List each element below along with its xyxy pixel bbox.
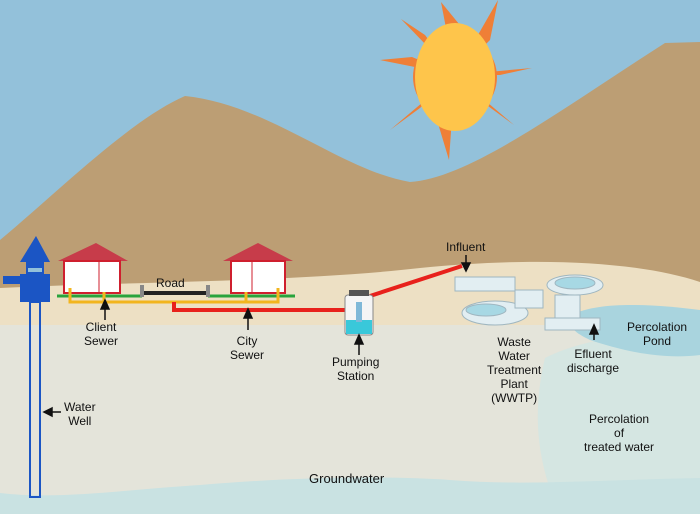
percolation-zone — [537, 330, 700, 514]
label-percolation-pond: Percolation Pond — [627, 320, 688, 348]
pumping-station — [344, 290, 374, 336]
label-client-sewer: Client Sewer — [84, 320, 119, 348]
label-pumping-station: Pumping Station — [332, 355, 380, 383]
percolation-pond — [569, 305, 700, 357]
label-groundwater: Groundwater — [309, 471, 385, 486]
label-city-sewer: City Sewer — [230, 334, 265, 362]
label-percolation-treated: Percolation of treated water — [584, 412, 655, 454]
wwtp-plant — [454, 274, 604, 331]
city-sewer-pipe — [172, 264, 463, 312]
label-water-well: Water Well — [64, 400, 96, 428]
label-road: Road — [156, 276, 185, 290]
label-wwtp: Waste Water Treatment Plant (WWTP) — [487, 335, 542, 405]
house-left — [58, 243, 128, 294]
groundwater-layer — [0, 477, 700, 514]
road-curb-right — [206, 285, 210, 297]
label-effluent-discharge: Efluent discharge — [567, 347, 620, 375]
house-right — [223, 243, 293, 294]
subsoil — [0, 325, 700, 514]
label-influent: Influent — [446, 240, 486, 254]
road-curb-left — [140, 285, 144, 297]
mountains — [0, 42, 700, 300]
pointer-arrows — [42, 255, 600, 418]
water-well — [3, 236, 50, 498]
sun-icon — [380, 0, 532, 160]
